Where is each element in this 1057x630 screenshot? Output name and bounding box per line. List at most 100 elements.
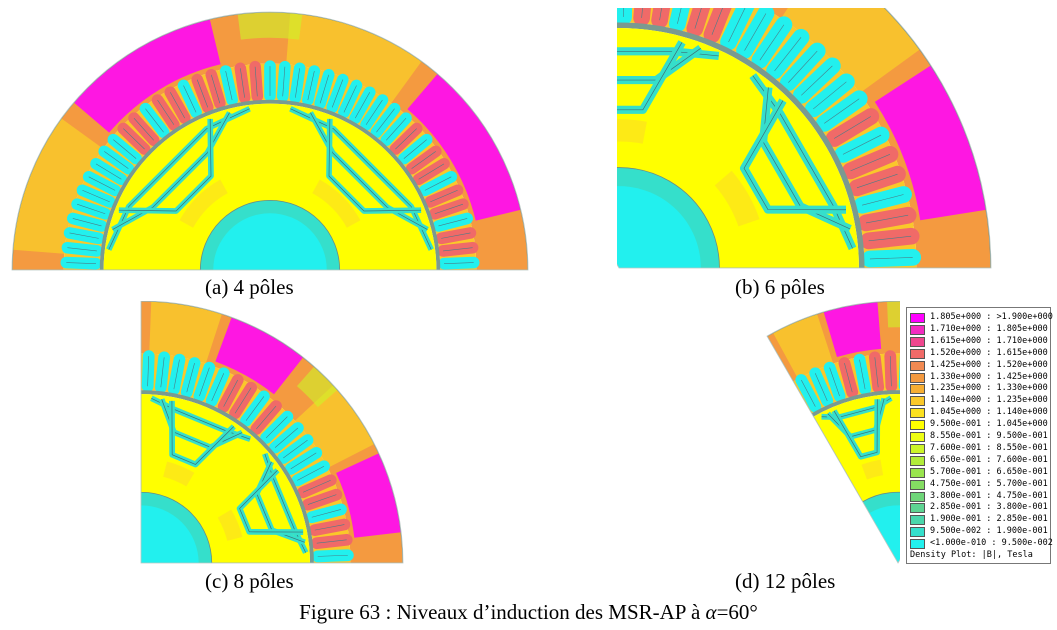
yoke-mid-flux (781, 8, 920, 94)
slot-outline (834, 116, 871, 139)
slot-outline (157, 99, 175, 125)
slot-outline (443, 247, 473, 252)
slot-outline (438, 218, 468, 227)
legend-label: 6.650e-001 : 7.600e-001 (930, 454, 1048, 465)
slot-outline (160, 357, 165, 388)
flux-barrier-outline (617, 42, 683, 111)
slot-outline (376, 108, 395, 133)
legend-label: 1.425e+000 : 1.520e+000 (930, 359, 1048, 370)
legend-swatch (910, 467, 925, 478)
slot-outline (283, 439, 308, 459)
slot-outline (874, 357, 879, 388)
flux-barrier-outline (743, 100, 846, 211)
flux-barrier-outline (171, 400, 235, 465)
slot-outline (173, 359, 180, 390)
slot-outline (354, 92, 371, 119)
legend-swatch (910, 443, 925, 454)
plot-outline (617, 8, 991, 268)
legend-label: 1.045e+000 : 1.140e+000 (930, 407, 1048, 418)
slot-outline (411, 151, 436, 169)
caption-4-poles: (a) 4 pôles (205, 275, 294, 299)
legend-swatch (910, 348, 925, 359)
legend-label: 1.900e-001 : 2.850e-001 (930, 514, 1048, 525)
shaft-core (617, 186, 701, 268)
slot-outline (859, 359, 866, 390)
yoke-high-flux (215, 317, 304, 395)
slot-outline (842, 134, 882, 155)
slot-outline (123, 128, 145, 150)
slot-outline (856, 173, 898, 189)
slot-outline (424, 176, 452, 191)
legend-label: 1.805e+000 : >1.900e+000 (930, 312, 1053, 322)
slot-outline (801, 65, 833, 96)
slot-outline (95, 163, 122, 180)
density-plot-6-poles (617, 8, 992, 269)
legend-swatch (910, 491, 925, 502)
legend-label: 3.800e-001 : 4.750e-001 (930, 490, 1048, 501)
yoke-mid-flux (12, 118, 104, 254)
slot-outline (223, 379, 238, 407)
slot-outline (311, 509, 342, 518)
density-plot-8-poles (140, 301, 404, 564)
slot-outline (889, 356, 892, 387)
slot-outline (331, 79, 344, 108)
slot-outline (641, 8, 646, 18)
slot-outline (441, 232, 471, 239)
legend-swatch (910, 479, 925, 490)
slot-outline (314, 524, 345, 531)
flux-barrier-outline (833, 399, 878, 458)
slot-outline (76, 203, 106, 215)
legend-swatch (910, 515, 925, 526)
yoke-high-flux (874, 65, 987, 221)
flux-barrier-outline (118, 118, 212, 212)
yoke-high-flux (407, 73, 521, 221)
slot-outline (677, 8, 688, 24)
legend-label: 4.750e-001 : 5.700e-001 (930, 478, 1048, 489)
rotor-segment (312, 179, 361, 228)
stator-slot (669, 8, 696, 33)
legend-label: <1.000e-010 : 9.500e-002 (930, 538, 1053, 549)
slot-outline (113, 139, 137, 159)
caption-6-poles: (b) 6 pôles (735, 275, 825, 299)
slot-outline (307, 70, 315, 101)
legend-swatch (910, 384, 925, 395)
flux-barrier-outline (328, 118, 422, 212)
rotor-core (813, 394, 900, 502)
legend-swatch (910, 313, 925, 323)
flux-barrier-outline (112, 112, 230, 230)
legend-swatch (910, 360, 925, 371)
rotor-segment (179, 179, 228, 228)
slot-outline (316, 539, 347, 544)
figure-caption-value: =60° (716, 600, 758, 624)
slot-outline (66, 262, 96, 264)
legend-label: 7.600e-001 : 8.550e-001 (930, 442, 1048, 453)
slot-outline (317, 554, 348, 557)
yoke-mid-flux (286, 12, 422, 104)
legend-label: 5.700e-001 : 6.650e-001 (930, 466, 1048, 477)
flux-barrier-outline (161, 399, 243, 448)
slot-outline (72, 218, 102, 227)
slot-outline (801, 379, 816, 407)
flux-barrier-outline (762, 87, 851, 230)
plot-group (767, 301, 900, 563)
legend-swatch (910, 455, 925, 466)
slot-outline (444, 262, 474, 264)
yoke-low-flux (237, 12, 303, 40)
rotor-segment (861, 459, 884, 480)
slot-outline (430, 190, 458, 203)
shaft-core (141, 505, 199, 563)
slot-outline (145, 108, 164, 133)
flux-barrier-outline (256, 461, 305, 543)
legend-label: 1.330e+000 : 1.425e+000 (930, 371, 1048, 382)
sector-border (11, 11, 529, 271)
slot-outline (211, 373, 225, 402)
slot-outline (385, 118, 407, 141)
slot-outline (196, 79, 209, 108)
yoke-mid-flux (149, 301, 222, 364)
slot-outline (711, 8, 729, 35)
slot-outline (133, 118, 155, 141)
slot-outline (183, 85, 197, 113)
slot-outline (274, 427, 299, 448)
density-plot-12-poles (766, 301, 900, 564)
